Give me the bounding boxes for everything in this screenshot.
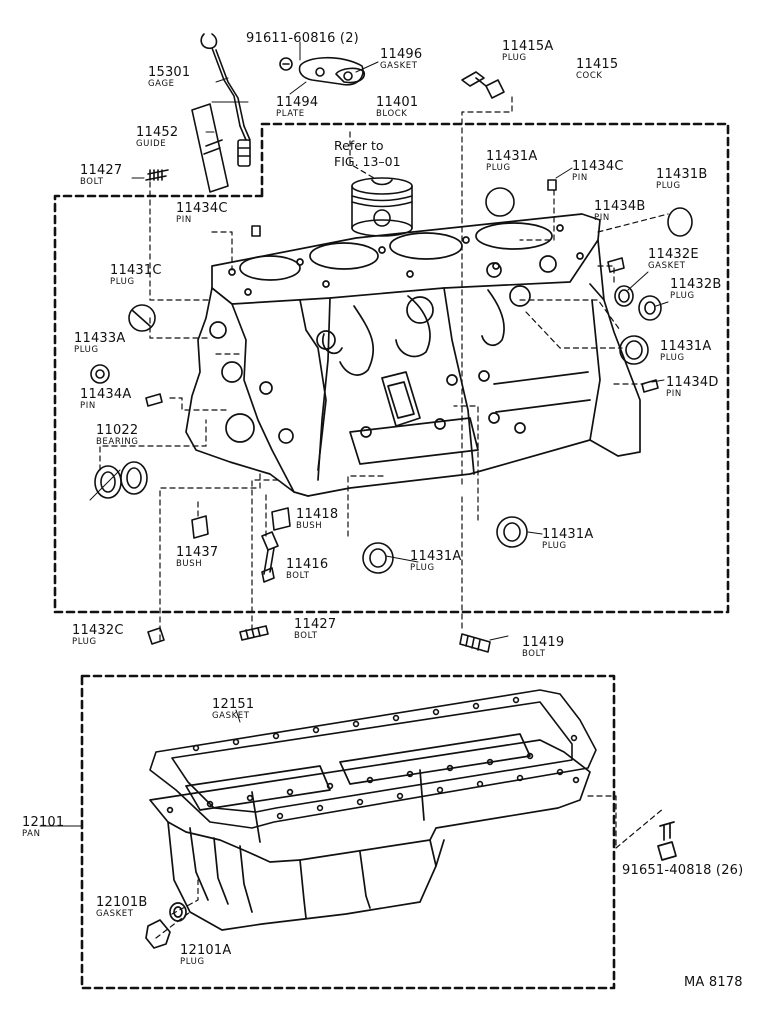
part-label-11434C-left: 11434C PIN xyxy=(176,201,228,225)
part-label-11427-bot: 11427 BOLT xyxy=(294,617,337,641)
top-small-parts xyxy=(145,56,505,181)
piston-drawing xyxy=(351,177,413,237)
part-label-11431B: 11431B PLUG xyxy=(656,167,708,191)
part-label-11419: 11419 BOLT xyxy=(522,635,565,659)
part-label-91611: 91611-60816 (2) xyxy=(246,31,359,46)
part-label-11434A: 11434A PIN xyxy=(80,387,132,411)
block-small-parts xyxy=(90,179,693,653)
part-label-11434D: 11434D PIN xyxy=(666,375,719,399)
part-label-11427-top: 11427 BOLT xyxy=(80,163,123,187)
part-label-11433A: 11433A PLUG xyxy=(74,331,126,355)
dipstick-gage-drawing xyxy=(200,33,251,167)
pan-group-boundary xyxy=(80,674,616,990)
part-label-11022: 11022 BEARING xyxy=(96,423,139,447)
part-label-11496: 11496 GASKET xyxy=(380,47,423,71)
cylinder-block-drawing xyxy=(185,213,641,497)
part-label-11434C-top: 11434C PIN xyxy=(572,159,624,183)
part-label-12101B: 12101B GASKET xyxy=(96,895,148,919)
part-label-11494: 11494 PLATE xyxy=(276,95,319,119)
part-label-11452: 11452 GUIDE xyxy=(136,125,179,149)
part-label-11432B: 11432B PLUG xyxy=(670,277,722,301)
diagram-code: MA 8178 xyxy=(684,975,743,990)
part-label-11432E: 11432E GASKET xyxy=(648,247,699,271)
part-label-91651: 91651-40818 (26) xyxy=(622,863,744,878)
part-label-12101A: 12101A PLUG xyxy=(180,943,232,967)
block-group-boundary xyxy=(53,122,730,614)
part-label-11431C: 11431C PLUG xyxy=(110,263,162,287)
part-label-12101: 12101 PAN xyxy=(22,815,65,839)
reference-note: Refer to FIG. 13–01 xyxy=(334,138,401,169)
part-label-11431A-right: 11431A PLUG xyxy=(660,339,712,363)
oil-pan-drawing xyxy=(145,733,677,949)
pan-gasket-drawing xyxy=(149,689,597,829)
part-label-11431A-bot: 11431A PLUG xyxy=(410,549,462,573)
part-label-11415A: 11415A PLUG xyxy=(502,39,554,63)
part-label-11434B: 11434B PIN xyxy=(594,199,646,223)
part-label-12151: 12151 GASKET xyxy=(212,697,255,721)
guide-tube-drawing xyxy=(191,103,229,193)
part-label-11401: 11401 BLOCK xyxy=(376,95,419,119)
part-label-15301: 15301 GAGE xyxy=(148,65,191,89)
part-label-11431A-br: 11431A PLUG xyxy=(542,527,594,551)
part-label-11416: 11416 BOLT xyxy=(286,557,329,581)
part-label-11431A-top: 11431A PLUG xyxy=(486,149,538,173)
part-label-11432C: 11432C PLUG xyxy=(72,623,124,647)
part-label-11415: 11415 COCK xyxy=(576,57,619,81)
part-label-11418: 11418 BUSH xyxy=(296,507,339,531)
part-label-11437: 11437 BUSH xyxy=(176,545,219,569)
